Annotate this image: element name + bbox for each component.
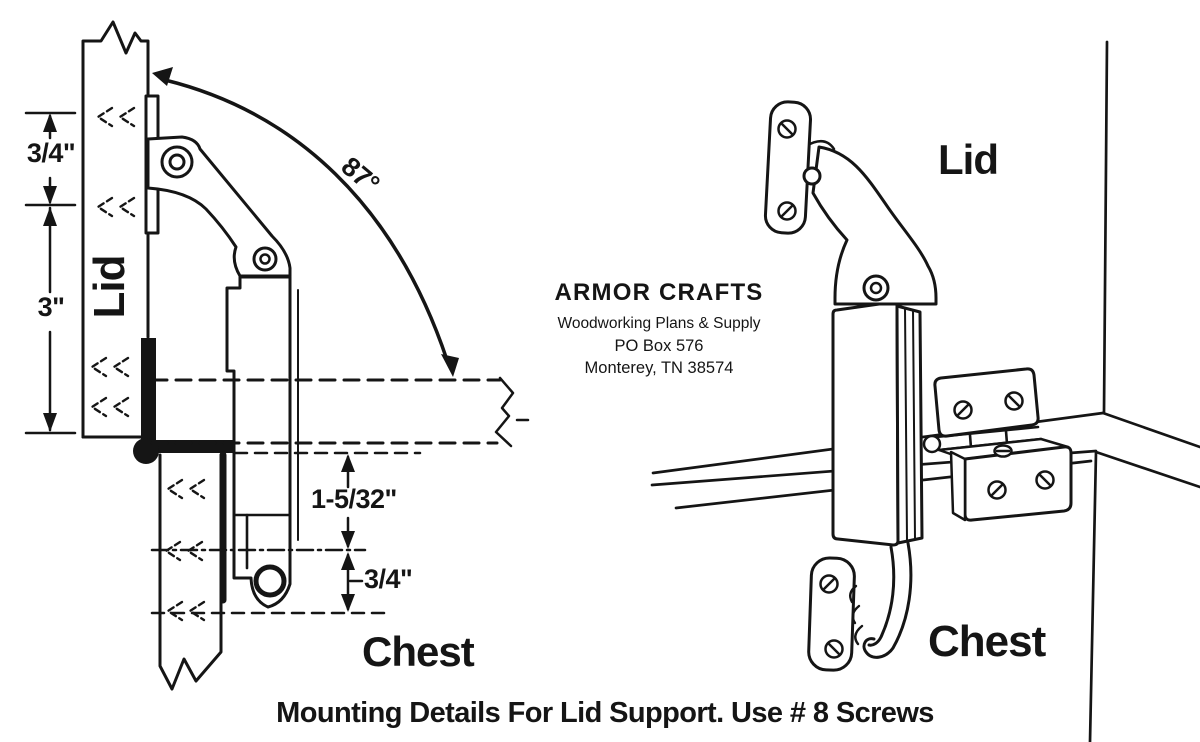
- bracket-screws: [953, 391, 1055, 500]
- inner-corner-edge: [1088, 450, 1098, 742]
- pivot-rivet: [160, 145, 194, 179]
- slider-side-face: [895, 304, 924, 545]
- chest-walls: [650, 40, 1200, 742]
- slide-rivet-hole: [259, 253, 271, 265]
- lid-board: [81, 20, 150, 439]
- barrel-end-cap: [922, 434, 942, 454]
- lid-plate-screws: [777, 119, 797, 221]
- slider-channel: [831, 300, 924, 547]
- screw-arrows: [90, 106, 206, 622]
- chest-plate-screws: [819, 574, 844, 659]
- slider-front-face: [831, 300, 900, 547]
- arm-rivet-hole: [869, 281, 883, 295]
- right-wall-top-outer: [1101, 411, 1200, 449]
- closed-lid-dashed-outline: [150, 376, 530, 455]
- dim-screw-label: 3/4": [364, 564, 413, 594]
- lid-plate-perspective: [763, 100, 822, 235]
- publisher-name: ARMOR CRAFTS: [554, 279, 764, 306]
- publisher-tagline: Woodworking Plans & Supply: [557, 315, 761, 332]
- arm-rivet: [862, 274, 890, 302]
- publisher-block: ARMOR CRAFTS Woodworking Plans & Supply …: [509, 279, 809, 381]
- chest-board: [158, 451, 227, 691]
- chest-back-corner: [1102, 40, 1109, 414]
- strap-screw-hole: [253, 564, 287, 598]
- slide-strap: [225, 246, 299, 609]
- break-symbol: [494, 376, 515, 448]
- chest-label-left: Chest: [362, 628, 475, 675]
- dim-slide-label: 1-5/32": [311, 484, 397, 514]
- swing-arc: [152, 67, 459, 377]
- flex-marks: [849, 584, 864, 646]
- lid-label-right: Lid: [938, 136, 999, 183]
- bracket-side-strip: [949, 450, 967, 522]
- arm-pivot-rivet: [802, 166, 822, 186]
- bracket-lower-plate: [963, 445, 1073, 522]
- right-wall-top-inner: [1094, 450, 1200, 489]
- support-arm-perspective: [804, 140, 938, 306]
- dimension-arrowheads: [43, 113, 355, 612]
- pivot-rivet-hole: [168, 153, 186, 171]
- publisher-po-box: PO Box 576: [614, 337, 704, 355]
- chest-plate-perspective: [807, 541, 913, 672]
- right-perspective-view: [650, 40, 1200, 742]
- caption: Mounting Details For Lid Support. Use # …: [276, 697, 934, 729]
- hinge-corner: [133, 338, 233, 464]
- slide-rod: [862, 541, 913, 659]
- publisher-city: Monterey, TN 38574: [584, 359, 734, 377]
- chest-label-right: Chest: [928, 617, 1046, 666]
- slide-rivet: [252, 246, 278, 272]
- dim-top-label: 3/4": [26, 138, 76, 168]
- mounting-bracket: [922, 367, 1073, 522]
- dim-middle-label: 3": [37, 292, 65, 322]
- lid-label-left: Lid: [85, 255, 134, 319]
- left-section-view: [24, 20, 530, 691]
